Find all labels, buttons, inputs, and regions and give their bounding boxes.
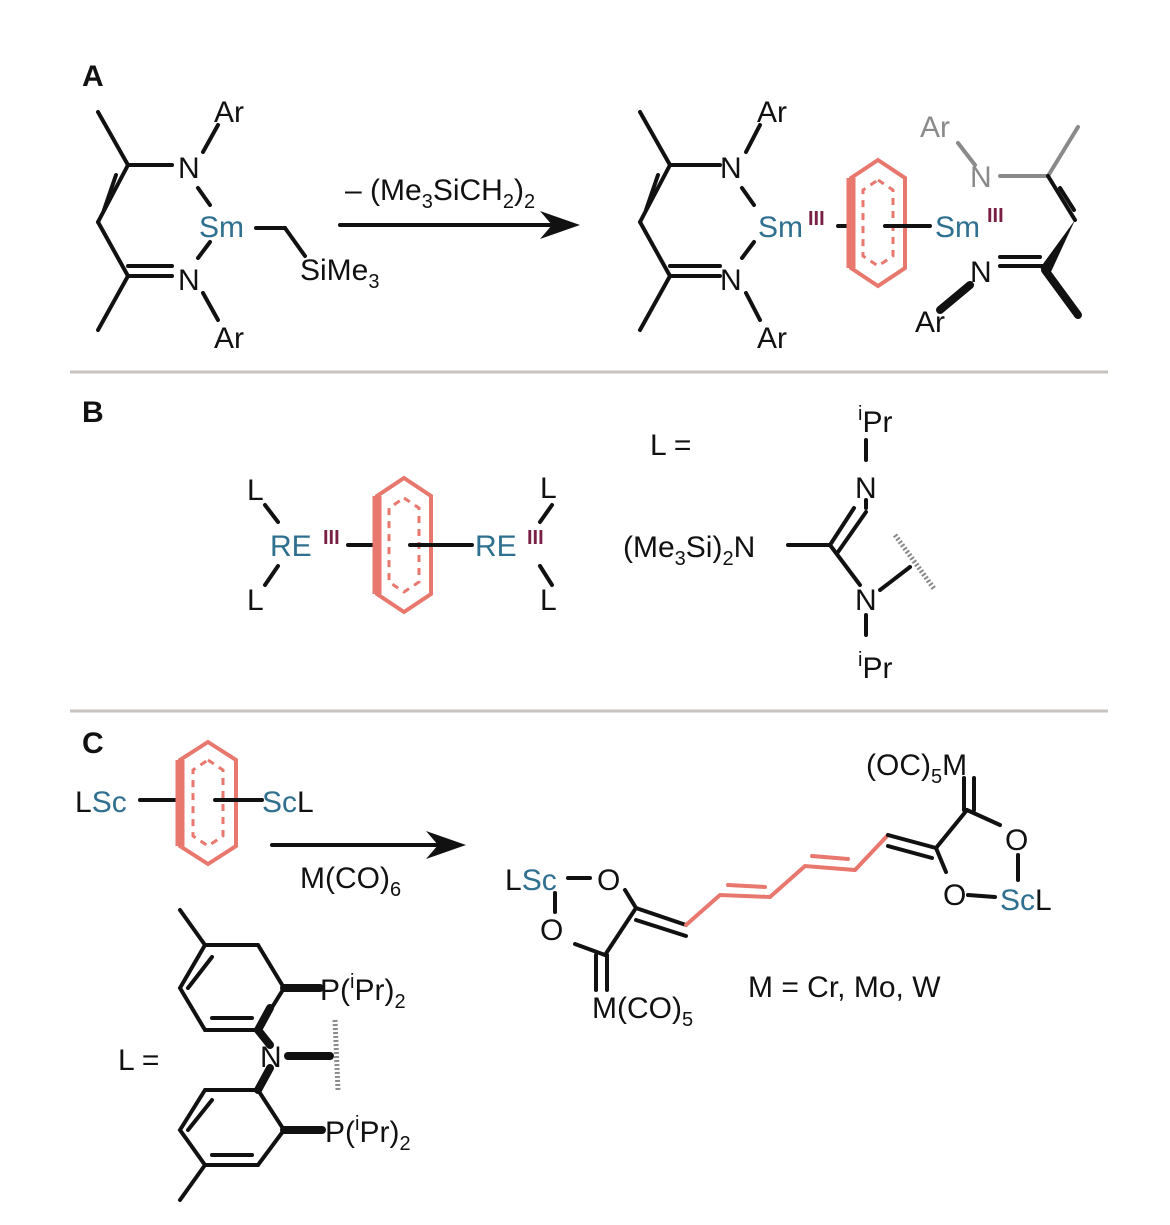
scl-product-right: ScL <box>1000 884 1052 917</box>
oxidation-re-left: III <box>323 527 340 549</box>
atom-n-pnp: N <box>260 1041 282 1074</box>
phosphine-top: P(iPr)2 <box>320 971 406 1013</box>
atom-ar-top: Ar <box>214 96 244 129</box>
arrow-a-label: – (Me3SiCH2)2 <box>345 174 535 213</box>
oxidation-sm-right: III <box>987 205 1004 227</box>
lsc-left: LSc <box>75 786 127 819</box>
atom-ar-back: Ar <box>920 111 950 144</box>
ligand-l-1: L <box>247 474 264 507</box>
ligand-l-3: L <box>540 472 557 505</box>
product-inverse-sandwich-sm <box>638 110 1082 332</box>
scl-right: ScL <box>262 786 314 819</box>
re-inverse-sandwich <box>263 475 554 615</box>
sime3-label: SiMe3 <box>300 254 379 293</box>
atom-n-bottom-2: N <box>720 264 742 297</box>
atom-n-bottom: N <box>178 264 200 297</box>
atom-re-right: RE <box>475 530 517 563</box>
arrowhead-c <box>426 831 466 859</box>
pnp-pincer-ligand <box>177 908 341 1202</box>
atom-re-left: RE <box>270 530 312 563</box>
ipr-bottom: iPr <box>858 649 892 685</box>
atom-sm-reactant: Sm <box>199 211 244 244</box>
atom-n-front: N <box>970 256 992 289</box>
atom-o-4: O <box>943 879 966 912</box>
atom-n-guan-top: N <box>855 472 877 505</box>
guanidinate-ligand <box>786 438 938 637</box>
atom-n-back: N <box>970 161 992 194</box>
metal-definition: M = Cr, Mo, W <box>748 971 941 1004</box>
product-polyene-biscarbene <box>553 776 1020 992</box>
arrowhead-a <box>540 211 580 239</box>
atom-ar-top-2: Ar <box>757 96 787 129</box>
atom-ar-bottom-2: Ar <box>757 322 787 355</box>
atom-n-top: N <box>178 152 200 185</box>
mco5-label: M(CO)5 <box>592 992 693 1031</box>
panel-label-a: A <box>82 60 104 93</box>
ligand-l-4: L <box>540 584 557 617</box>
sc-inverse-sandwich <box>138 739 264 867</box>
atom-sm-right: Sm <box>935 211 980 244</box>
atom-n-guan-bottom: N <box>855 584 877 617</box>
ligand-l-2: L <box>247 584 264 617</box>
l-definition-b: L = <box>650 429 691 462</box>
atom-ar-bottom: Ar <box>214 322 244 355</box>
arrow-c-label: M(CO)6 <box>300 862 401 901</box>
oc5m-label: (OC)5M <box>866 749 967 788</box>
atom-o-1: O <box>597 864 620 897</box>
atom-n-top-2: N <box>720 152 742 185</box>
amine-label: (Me3Si)2N <box>623 531 755 570</box>
atom-o-2: O <box>540 914 563 947</box>
atom-o-3: O <box>1005 824 1028 857</box>
lsc-product-left: LSc <box>505 864 557 897</box>
oxidation-sm-left: III <box>808 208 825 230</box>
l-definition-c: L = <box>118 1044 159 1077</box>
panel-label-b: B <box>82 396 104 429</box>
reactant-bdi-sm-alkyl <box>96 110 307 332</box>
panel-label-c: C <box>82 727 104 760</box>
atom-sm-left: Sm <box>758 211 803 244</box>
phosphine-bottom: P(iPr)2 <box>325 1113 411 1155</box>
oxidation-re-right: III <box>527 527 544 549</box>
ipr-top: iPr <box>858 403 892 439</box>
atom-ar-front: Ar <box>915 306 945 339</box>
